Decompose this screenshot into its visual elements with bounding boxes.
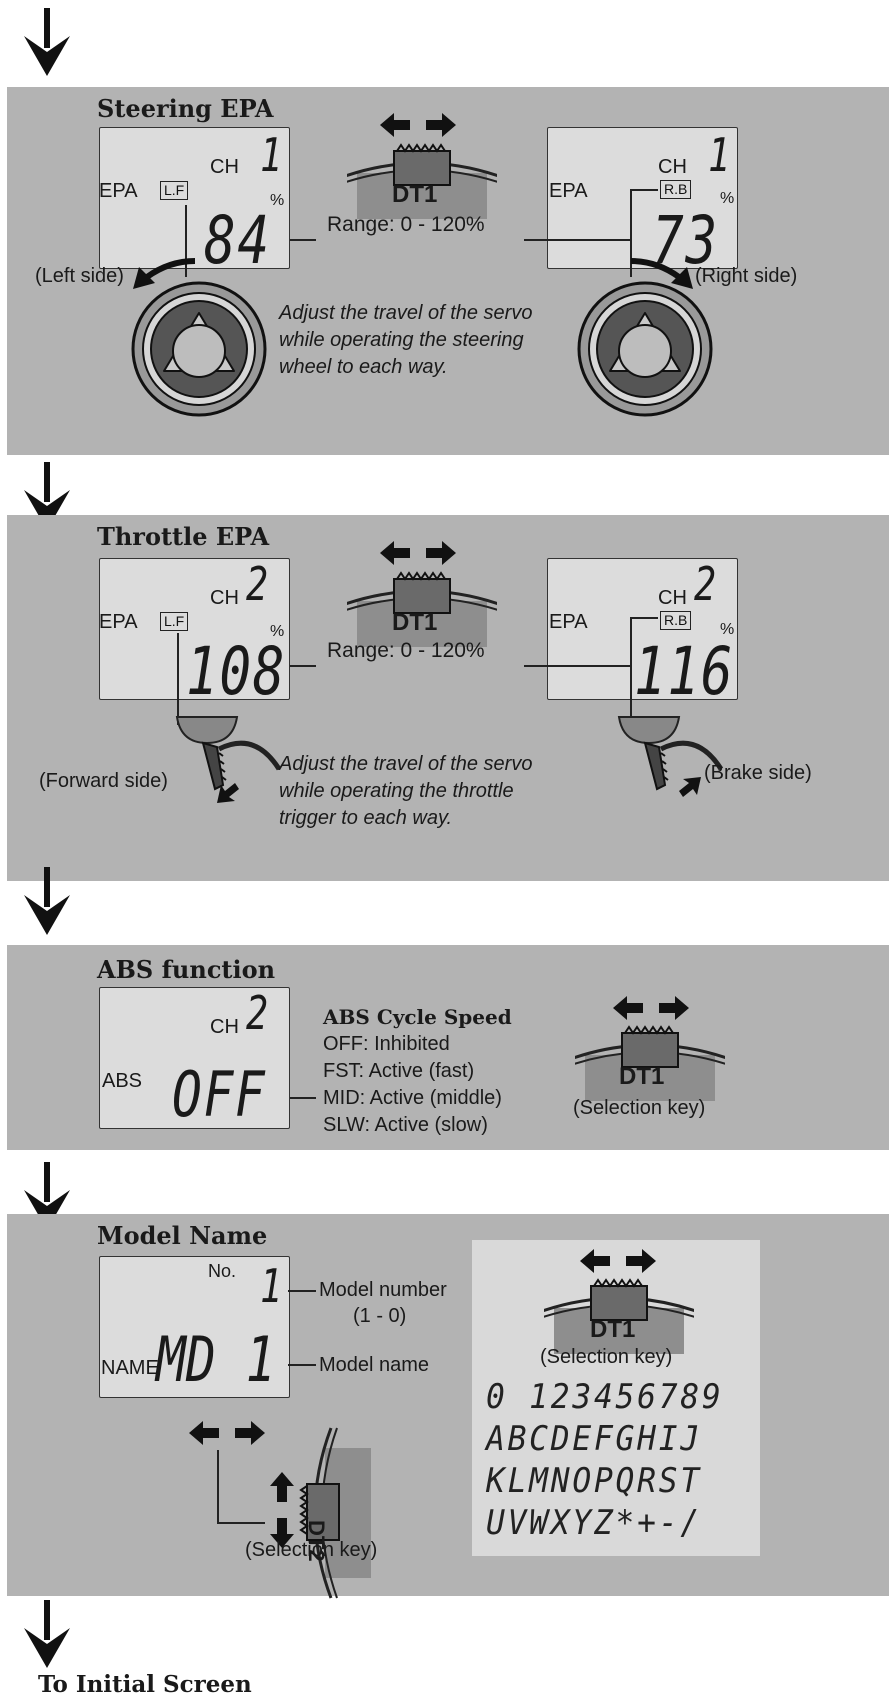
dt1-label: DT1 [619,1063,665,1090]
forward-arrow-icon [217,783,239,803]
ch-value: 2 [694,557,718,611]
panel-title: ABS function [97,955,276,984]
brake-side-label: (Brake side) [704,762,812,784]
left-right-arrows-icon [177,1418,277,1448]
percent-sign: % [720,621,735,638]
epa-value: 84 [204,202,271,279]
steering-wheel-right-icon [575,279,715,419]
ch-label: CH [658,156,687,178]
dt1-label: DT1 [590,1316,636,1343]
percent-sign: % [270,192,285,209]
dt1-label: DT1 [392,181,438,208]
charset-row: 0 123456789 [486,1377,724,1417]
ch-value: 2 [246,986,270,1040]
footer-text: To Initial Screen [38,1671,252,1698]
panel-title: Throttle EPA [97,522,270,551]
ch-label: CH [210,587,239,609]
forward-side-label: (Forward side) [39,770,168,792]
lf-tag: L.F [160,612,189,631]
right-side-label: (Right side) [695,265,798,287]
abs-option: OFF: Inhibited [323,1033,450,1055]
dt1-label: DT1 [392,609,438,636]
steering-epa-panel: Steering EPA CH 1 EPA L.F % 84 DT1 Range… [7,87,889,455]
epa-label: EPA [99,611,138,633]
instruction-line: Adjust the travel of the servo [279,302,533,324]
rb-tag: R.B [660,180,692,199]
instruction-line: trigger to each way. [279,807,453,829]
up-down-arrows-icon [267,1470,297,1550]
ch-value: 2 [246,557,270,611]
down-arrow-icon [22,867,72,937]
throttle-left-lcd: CH 2 EPA L.F % 108 [99,557,290,705]
abs-label: ABS [102,1070,143,1092]
charset-row: UVWXYZ*+-/ [486,1503,702,1543]
model-number-label: Model number [319,1279,447,1301]
model-name-label: Model name [319,1354,430,1376]
abs-lcd: CH 2 ABS OFF [99,987,290,1129]
model-name-value: MD 1 [156,1323,276,1396]
down-arrow-icon [22,1600,72,1670]
steering-left-lcd: CH 1 EPA L.F % 84 [99,127,290,274]
lf-tag: L.F [160,181,189,200]
epa-label: EPA [549,611,588,633]
throttle-right-lcd: CH 2 EPA R.B % 116 [547,557,738,705]
left-side-label: (Left side) [35,265,124,287]
dt1-selection-key-caption: (Selection key) [540,1346,673,1368]
charset-row: ABCDEFGHIJ [486,1419,702,1459]
range-text: Range: 0 - 120% [327,639,485,662]
instruction-line: wheel to each way. [279,356,448,378]
rb-tag: R.B [660,611,692,630]
abs-option: FST: Active (fast) [323,1060,475,1082]
model-number-value: 1 [260,1259,284,1313]
character-set-box: DT1 (Selection key) 0 123456789 ABCDEFGH… [472,1240,760,1556]
charset-row: KLMNOPQRST [486,1461,702,1501]
dt2-key-icon [299,1427,371,1599]
instruction-line: while operating the throttle [279,780,514,802]
ch-value: 1 [260,128,284,182]
abs-function-panel: ABS function CH 2 ABS OFF ABS Cycle Spee… [7,945,889,1150]
model-number-range: (1 - 0) [353,1305,407,1327]
abs-option: SLW: Active (slow) [323,1114,488,1136]
ch-value: 1 [708,128,732,182]
epa-label: EPA [549,180,588,202]
name-label: NAME [101,1357,159,1379]
dt2-selection-key-caption: (Selection key) [245,1539,378,1561]
percent-sign: % [720,190,735,207]
ch-label: CH [658,587,687,609]
throttle-epa-panel: Throttle EPA CH 2 EPA L.F % 108 DT1 Rang… [7,515,889,881]
brake-arrow-icon [679,777,701,797]
panel-title: Model Name [97,1221,268,1250]
epa-label: EPA [99,180,138,202]
model-name-panel: Model Name No. 1 NAME MD 1 Model number … [7,1214,889,1599]
ch-label: CH [210,1016,239,1038]
no-label: No. [208,1261,237,1281]
epa-value: 108 [186,633,287,710]
epa-value: 73 [652,202,719,279]
instruction-line: while operating the steering [279,329,524,351]
instruction-line: Adjust the travel of the servo [279,753,533,775]
panel-title: Steering EPA [97,94,274,123]
abs-cycle-title: ABS Cycle Speed [323,1005,512,1029]
abs-value: OFF [172,1058,267,1131]
model-lcd: No. 1 NAME MD 1 [99,1256,290,1398]
steering-right-lcd: CH 1 EPA R.B % 73 [547,127,738,274]
abs-option: MID: Active (middle) [323,1087,502,1109]
selection-key-caption: (Selection key) [573,1097,706,1119]
epa-value: 116 [634,633,735,710]
steering-wheel-left-icon [129,279,269,419]
percent-sign: % [270,623,285,640]
ch-label: CH [210,156,239,178]
range-text: Range: 0 - 120% [327,213,485,236]
down-arrow-icon [22,8,72,78]
